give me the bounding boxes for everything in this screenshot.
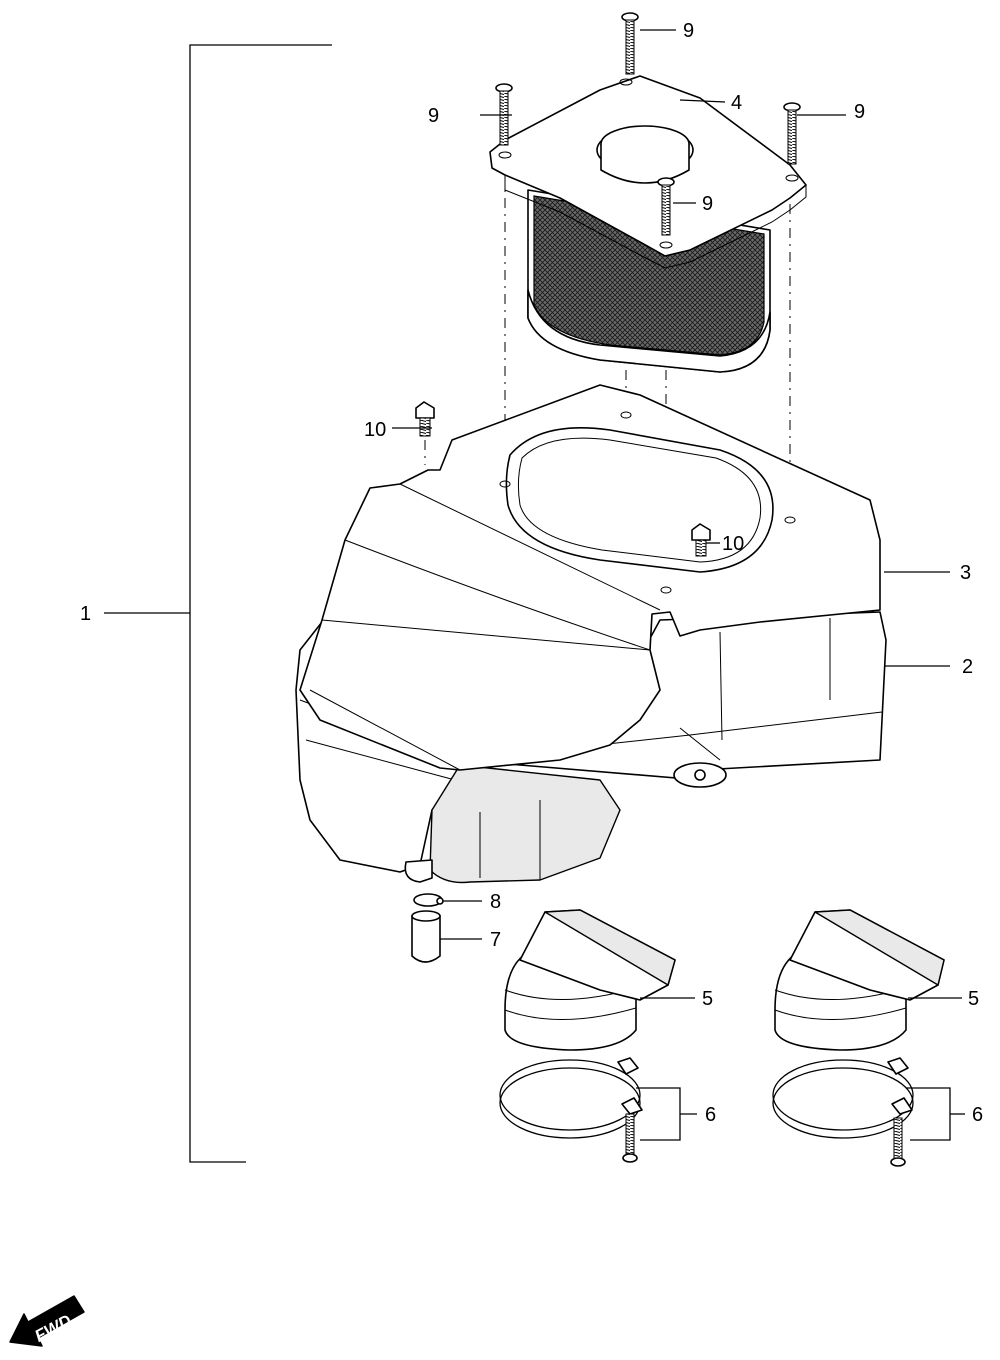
screw-9-right: [783, 102, 801, 165]
leader-lines: [392, 29, 965, 1141]
air-filter-element: [489, 75, 807, 373]
callout-8: 8: [490, 891, 501, 913]
drain-clip: [413, 893, 444, 907]
callout-9-right: 9: [854, 101, 865, 123]
drain-tube: [411, 910, 441, 963]
callout-3: 3: [960, 562, 971, 584]
hose-clamp-right: [772, 1057, 914, 1167]
screw-9-left: [495, 83, 513, 146]
callout-6-right: 6: [972, 1104, 983, 1126]
callout-9-left: 9: [428, 105, 439, 127]
bolt-10-left: [415, 401, 435, 437]
screw-9-center: [657, 177, 675, 236]
callout-5-right: 5: [968, 988, 979, 1010]
intake-funnel-left: [504, 909, 676, 1051]
callout-4: 4: [731, 92, 742, 114]
intake-funnel-right: [774, 909, 945, 1051]
hose-clamp-left: [499, 1057, 643, 1163]
callout-1: 1: [80, 603, 91, 625]
screw-9-top: [621, 12, 639, 75]
callout-10-left: 10: [364, 419, 386, 441]
callout-9-center: 9: [702, 193, 713, 215]
callout-7: 7: [490, 929, 501, 951]
fwd-arrow-icon: [9, 1295, 85, 1347]
assembly-bracket: [104, 44, 332, 1163]
bolt-10-right: [691, 523, 711, 557]
fwd-direction-badge: FWD: [9, 1295, 85, 1347]
callout-9-top: 9: [683, 20, 694, 42]
callout-6-left: 6: [705, 1104, 716, 1126]
callout-labels: 1 2 3 4 5 5 6 6 7 8 9 9 9 9 10 10: [80, 20, 983, 1126]
callout-10-right: 10: [722, 533, 744, 555]
callout-5-left: 5: [702, 988, 713, 1010]
callout-2: 2: [962, 656, 973, 678]
